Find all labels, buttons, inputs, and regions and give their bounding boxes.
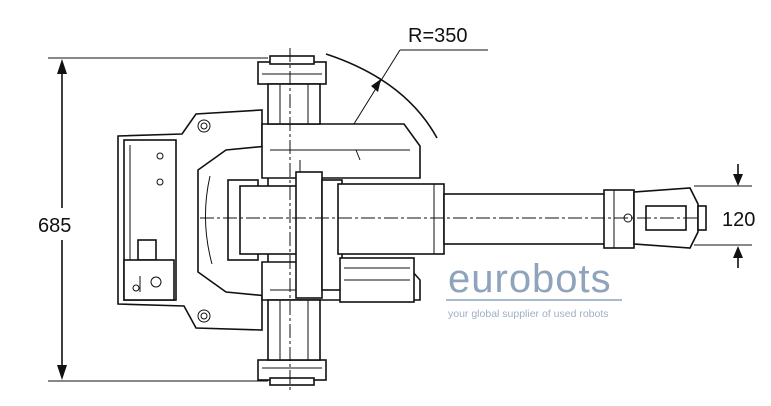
- upper-motor: [257, 55, 327, 125]
- eurobots-watermark: eurobots your global supplier of used ro…: [446, 257, 622, 320]
- watermark-tagline: your global supplier of used robots: [448, 308, 609, 320]
- watermark-brand: eurobots: [448, 257, 612, 301]
- centerlines: [200, 48, 700, 390]
- forearm: [337, 183, 635, 255]
- lower-arm: [227, 171, 415, 303]
- radius-dimension-label: R=350: [408, 25, 468, 47]
- flange-dimension: 120: [694, 164, 755, 268]
- height-dimension: 685: [38, 57, 268, 382]
- flange-dimension-label: 120: [722, 209, 755, 231]
- lower-motor: [257, 299, 327, 386]
- height-dimension-label: 685: [38, 215, 71, 237]
